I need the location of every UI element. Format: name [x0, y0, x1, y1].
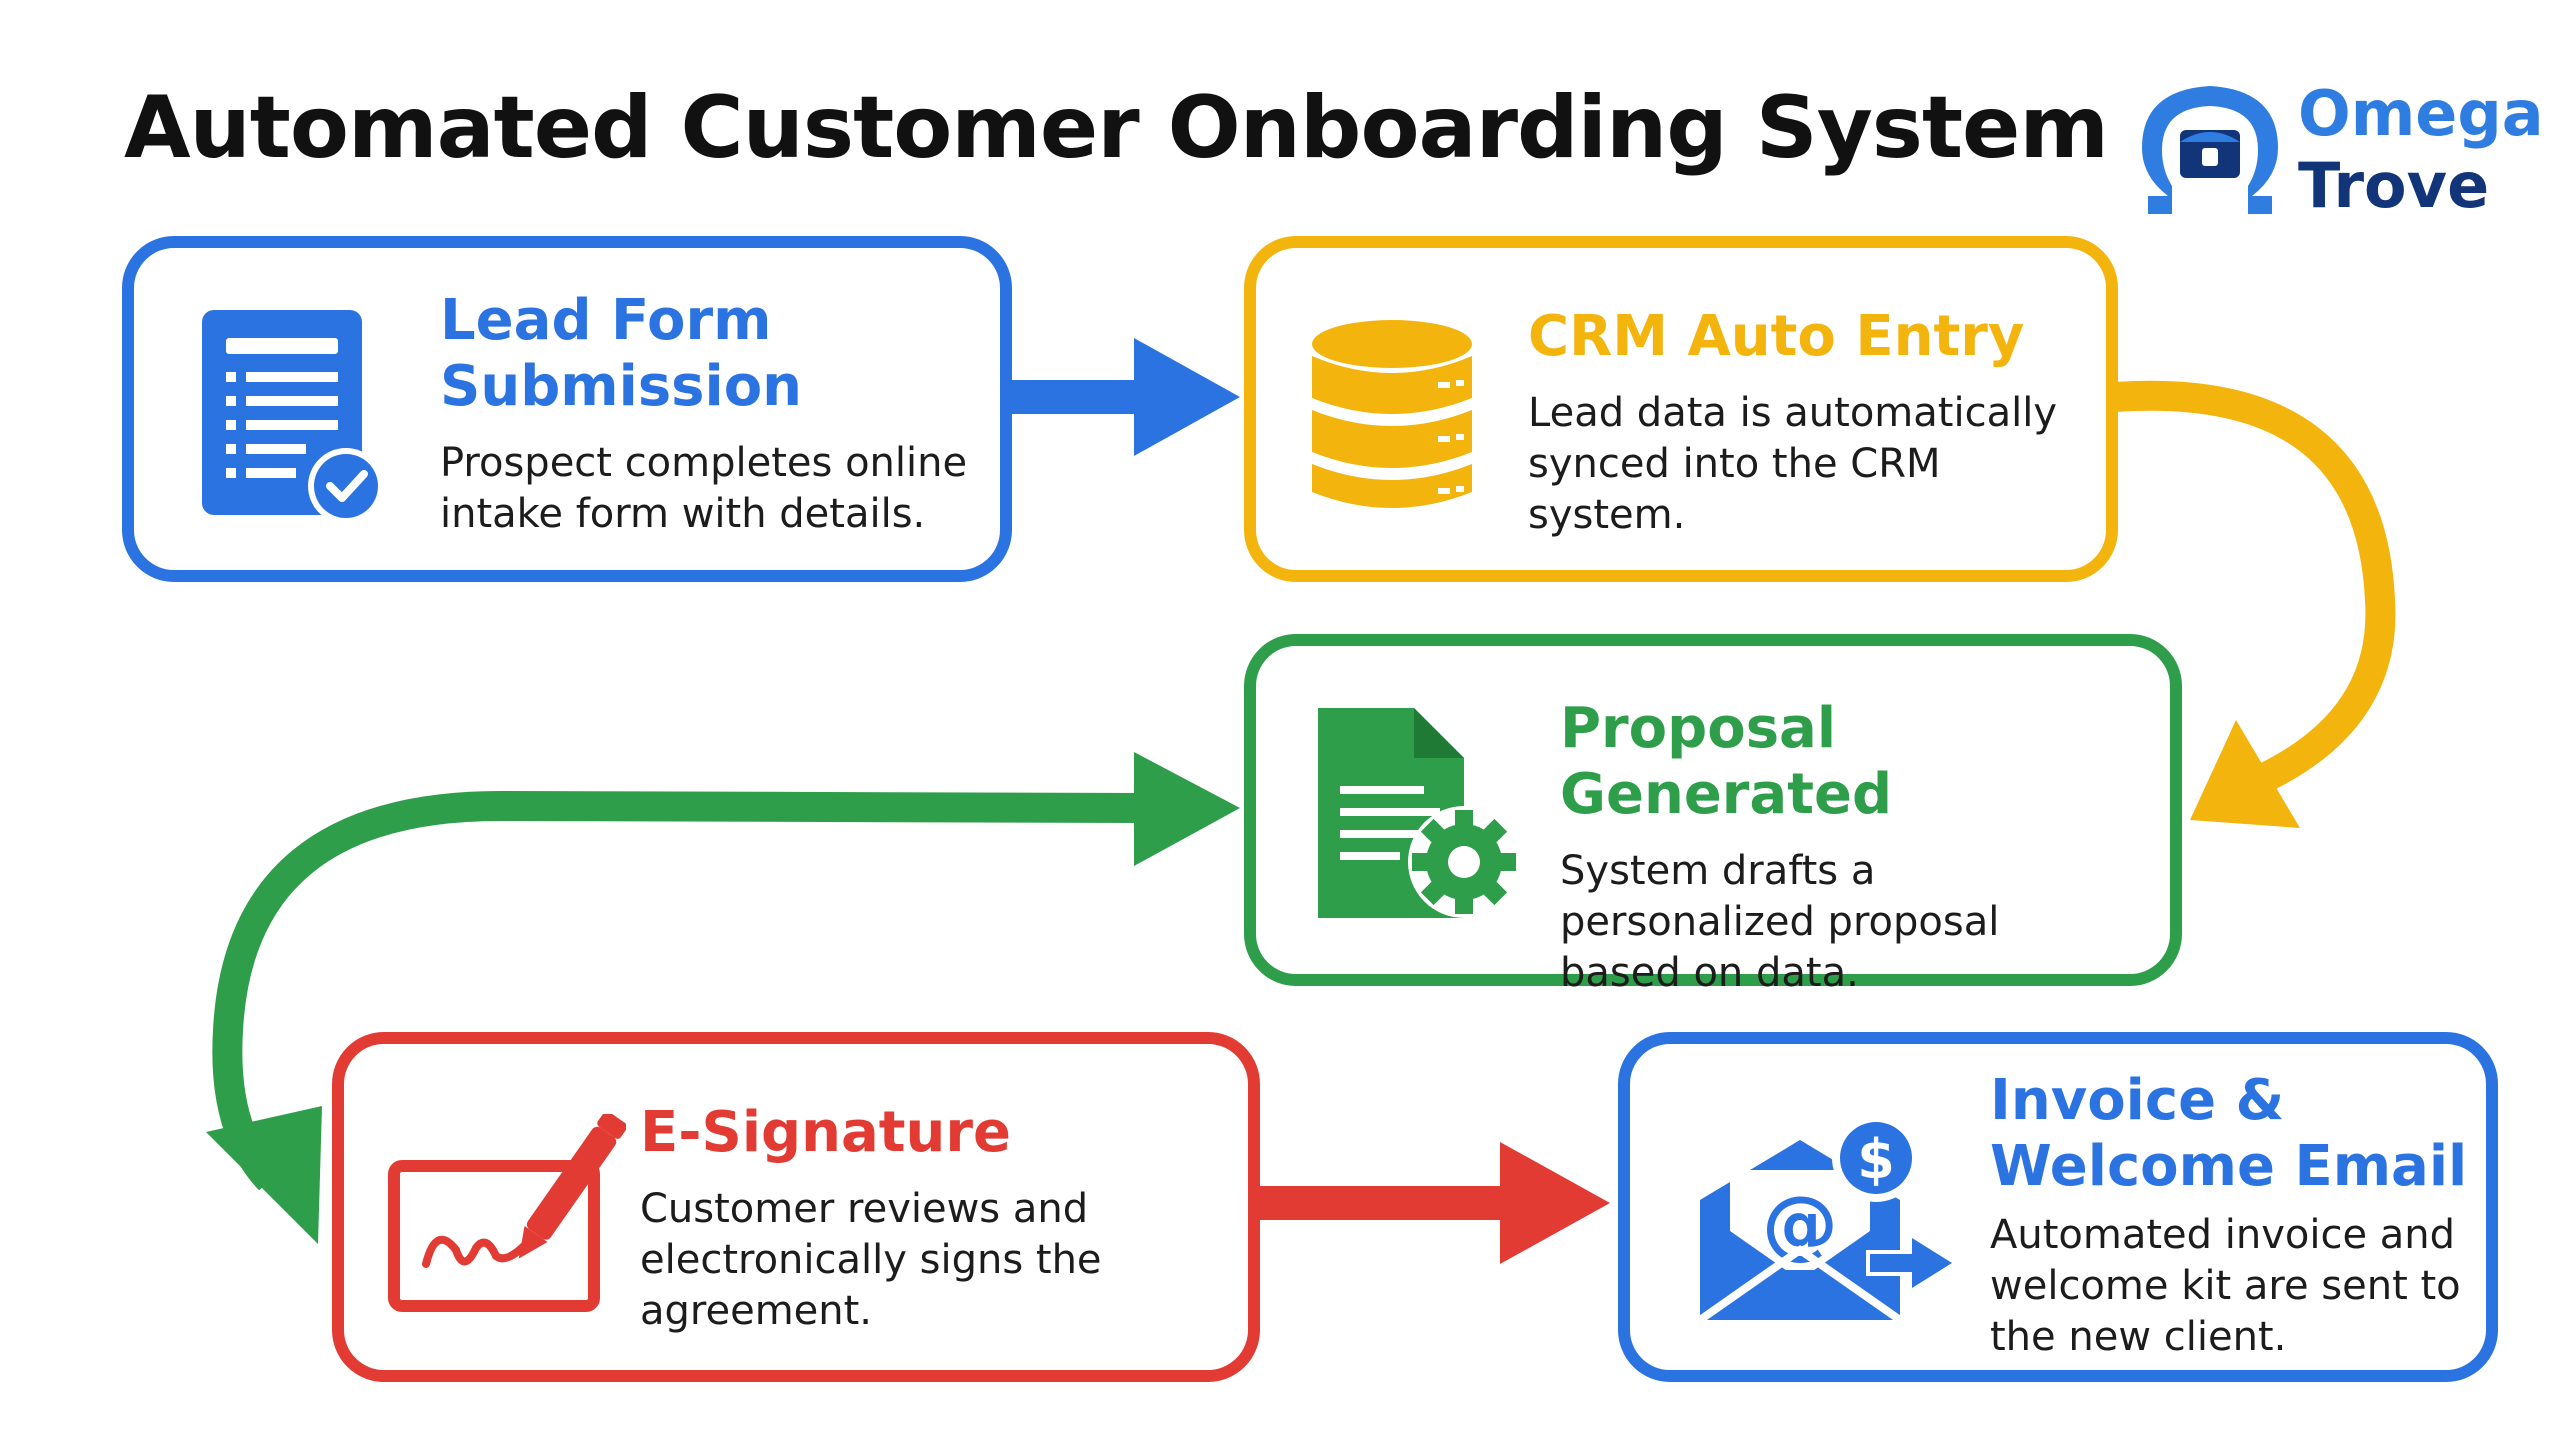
connector-esignature-to-invoice	[1258, 1142, 1610, 1264]
step-heading: E-Signature	[640, 1100, 1240, 1166]
step-heading: Proposal Generated	[1560, 696, 2180, 828]
step-description: Customer reviews and electronically sign…	[640, 1186, 1102, 1334]
step-description: System drafts a personalized proposal ba…	[1560, 848, 2000, 996]
step-heading: Invoice & Welcome Email	[1990, 1068, 2490, 1200]
step-proposal-generated: Proposal Generated System drafts a perso…	[1244, 634, 2182, 996]
step-heading-line: Invoice &	[1990, 1068, 2285, 1133]
connector-lead-to-crm	[1010, 338, 1240, 456]
step-heading: Lead Form Submission	[440, 288, 1000, 420]
step-heading-line: Proposal Generated	[1560, 696, 1893, 827]
step-description: Lead data is automatically synced into t…	[1528, 390, 2057, 538]
database-icon	[1312, 320, 1472, 508]
step-heading: CRM Auto Entry	[1528, 304, 2088, 370]
connector-crm-to-proposal	[2115, 380, 2396, 828]
brand-logo: Omega Trove	[2130, 72, 2550, 232]
connector-proposal-to-esignature	[206, 752, 1240, 1244]
page-title: Automated Customer Onboarding System	[124, 78, 2109, 178]
step-heading-line: E-Signature	[640, 1100, 1011, 1165]
step-crm-auto-entry: CRM Auto Entry Lead data is automaticall…	[1244, 236, 2118, 582]
omega-treasure-chest-icon	[2142, 86, 2278, 214]
step-heading-line: CRM Auto Entry	[1528, 304, 2025, 369]
step-e-signature: E-Signature Customer reviews and electro…	[332, 1032, 1260, 1382]
form-checkmark-icon	[202, 310, 384, 524]
step-heading-line: Submission	[440, 354, 803, 419]
step-heading-line: Welcome Email	[1990, 1134, 2468, 1199]
email-dollar-icon: @ $	[1697, 1114, 1952, 1324]
step-invoice-welcome-email: @ $ Invoice & Welcome Email Automated in…	[1618, 1032, 2498, 1382]
logo-word-trove: Trove	[2298, 149, 2490, 222]
logo-word-omega: Omega	[2298, 77, 2544, 150]
step-description: Automated invoice and welcome kit are se…	[1990, 1212, 2461, 1360]
step-description: Prospect completes online intake form wi…	[440, 440, 968, 537]
pen-signature-icon	[388, 1114, 626, 1312]
svg-text:$: $	[1857, 1128, 1895, 1191]
document-gear-icon	[1318, 708, 1520, 918]
step-lead-form-submission: Lead Form Submission Prospect completes …	[122, 236, 1012, 582]
step-heading-line: Lead Form	[440, 288, 772, 353]
